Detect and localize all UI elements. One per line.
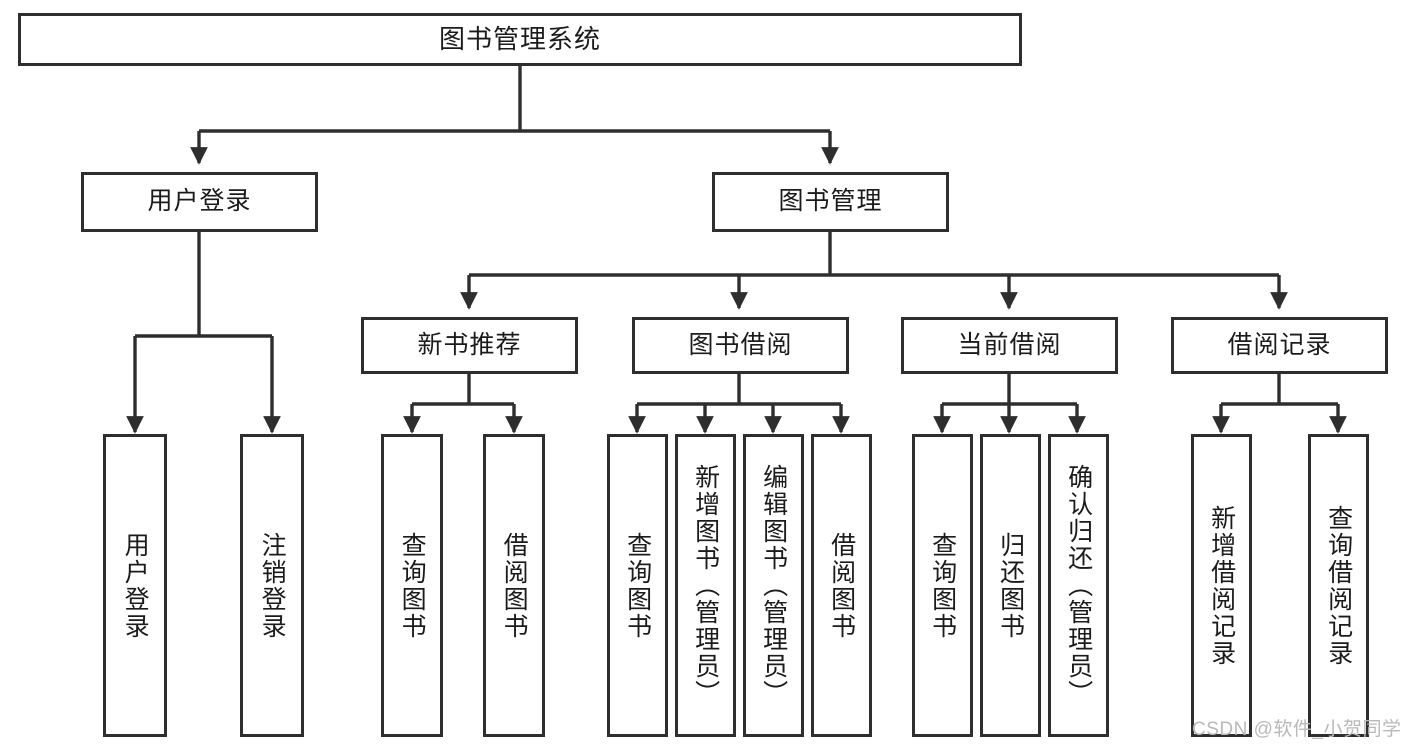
node-leaf-nbr-borrow-label: 借阅图书 [500, 531, 529, 640]
node-leaf-cb-query[interactable]: 查询图书 [912, 434, 973, 737]
node-leaf-cb-confirm[interactable]: 确认归还（管理员） [1048, 434, 1109, 737]
node-book-manage[interactable]: 图书管理 [712, 172, 949, 232]
node-leaf-bb-borrow[interactable]: 借阅图书 [811, 434, 872, 737]
node-leaf-cb-return[interactable]: 归还图书 [980, 434, 1041, 737]
node-user-login[interactable]: 用户登录 [81, 172, 318, 232]
node-leaf-bb-edit-label: 编辑图书（管理员） [759, 464, 788, 707]
node-leaf-logout[interactable]: 注销登录 [240, 434, 304, 737]
node-leaf-cb-query-label: 查询图书 [928, 531, 957, 640]
node-new-book-recommend-label: 新书推荐 [417, 330, 522, 359]
node-leaf-logout-label: 注销登录 [258, 531, 287, 640]
node-leaf-br-add[interactable]: 新增借阅记录 [1191, 434, 1252, 737]
node-root-label: 图书管理系统 [438, 24, 601, 55]
node-leaf-nbr-query-label: 查询图书 [398, 531, 427, 640]
node-leaf-cb-return-label: 归还图书 [996, 531, 1025, 640]
node-new-book-recommend[interactable]: 新书推荐 [361, 317, 578, 374]
node-leaf-user-login-label: 用户登录 [121, 531, 150, 640]
node-leaf-br-add-label: 新增借阅记录 [1207, 504, 1236, 667]
node-leaf-br-query-label: 查询借阅记录 [1324, 504, 1353, 667]
node-leaf-bb-add[interactable]: 新增图书（管理员） [675, 434, 736, 737]
node-user-login-label: 用户登录 [147, 187, 252, 216]
node-borrow-record-label: 借阅记录 [1227, 330, 1332, 359]
node-leaf-bb-query-label: 查询图书 [623, 531, 652, 640]
node-leaf-bb-add-label: 新增图书（管理员） [691, 464, 720, 707]
node-book-manage-label: 图书管理 [778, 187, 883, 216]
node-leaf-br-query[interactable]: 查询借阅记录 [1308, 434, 1369, 737]
node-leaf-cb-confirm-label: 确认归还（管理员） [1064, 464, 1093, 707]
node-root[interactable]: 图书管理系统 [18, 13, 1022, 66]
csdn-watermark: CSDN @软件_小贺同学 [1192, 719, 1402, 740]
node-book-borrow-label: 图书借阅 [688, 330, 793, 359]
node-book-borrow[interactable]: 图书借阅 [632, 317, 849, 374]
node-leaf-bb-query[interactable]: 查询图书 [607, 434, 668, 737]
node-leaf-user-login[interactable]: 用户登录 [103, 434, 167, 737]
node-current-borrow-label: 当前借阅 [957, 330, 1062, 359]
node-current-borrow[interactable]: 当前借阅 [901, 317, 1118, 374]
node-leaf-nbr-query[interactable]: 查询图书 [381, 434, 443, 737]
node-leaf-bb-borrow-label: 借阅图书 [827, 531, 856, 640]
node-leaf-bb-edit[interactable]: 编辑图书（管理员） [743, 434, 804, 737]
node-borrow-record[interactable]: 借阅记录 [1171, 317, 1388, 374]
node-leaf-nbr-borrow[interactable]: 借阅图书 [483, 434, 545, 737]
